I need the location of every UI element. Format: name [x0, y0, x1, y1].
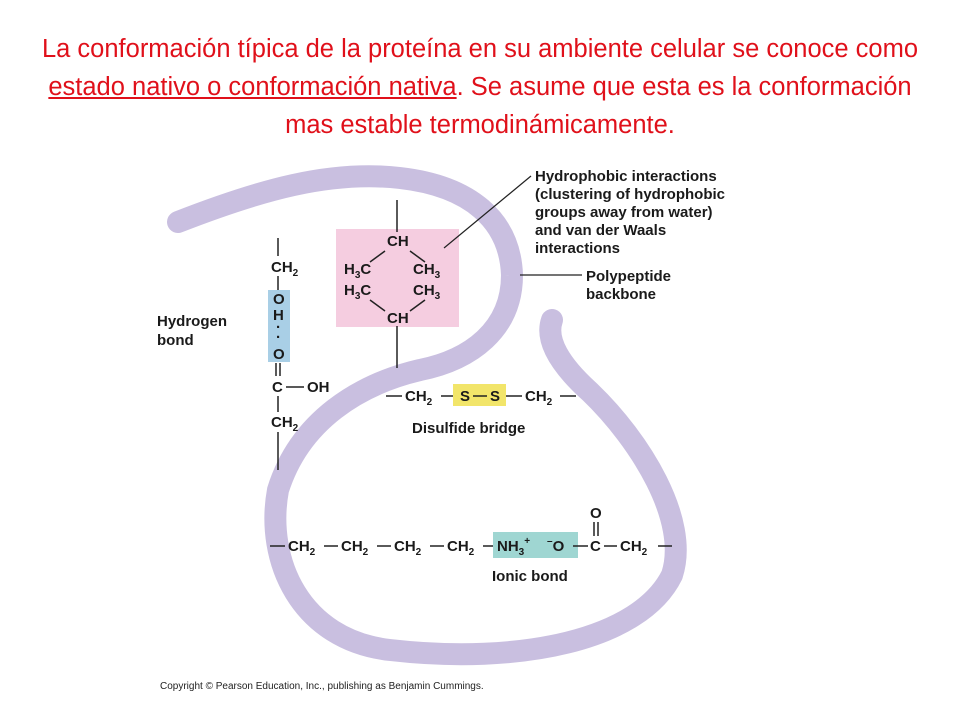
bond-right-bottom	[409, 299, 426, 312]
ionic-label: Ionic bond	[492, 568, 568, 585]
hydrophobic-highlight	[336, 229, 459, 327]
ionic-ch2-5: CH2	[620, 538, 648, 558]
hydrophobic-label-3: groups away from water)	[535, 204, 713, 221]
title-underlined-term: estado nativo o conformación nativa	[48, 73, 457, 101]
carbonyl-o: O	[590, 505, 602, 522]
hydrophobic-leader	[443, 175, 532, 249]
hbond-dot-2: ·	[276, 329, 281, 346]
carbon-c: C	[272, 379, 283, 396]
copyright-notice: Copyright © Pearson Education, Inc., pub…	[160, 681, 484, 692]
sulfur-2: S	[490, 388, 500, 405]
hbond-highlight	[268, 290, 290, 362]
ch3-bottom: CH3	[413, 282, 441, 302]
polypeptide-backbone	[167, 165, 687, 666]
ch-top: CH	[387, 233, 409, 250]
hydrophobic-label-4: and van der Waals	[535, 222, 666, 239]
carboxyl-c: C	[590, 538, 601, 555]
sulfur-1: S	[460, 388, 470, 405]
ionic-ch2-3: CH2	[394, 538, 422, 558]
ch3-top: CH3	[413, 261, 441, 281]
ch2-lower: CH2	[271, 414, 299, 434]
hydroxyl-oh: OH	[307, 379, 330, 396]
hbond-o-bottom: O	[273, 346, 285, 363]
disulfide-label: Disulfide bridge	[412, 420, 525, 437]
bond-left-top	[369, 250, 386, 263]
ch2-upper: CH2	[271, 259, 299, 279]
slide-title: La conformación típica de la proteína en…	[40, 30, 920, 144]
bond-right-top	[409, 250, 426, 263]
ammonium-nh3: NH3+	[497, 536, 530, 558]
carboxylate-o: –O	[547, 536, 565, 555]
hbond-h: H	[273, 307, 284, 324]
ionic-ch2-1: CH2	[288, 538, 316, 558]
hbond-dot-1: ·	[276, 319, 281, 336]
disulfide-ch2-right: CH2	[525, 388, 553, 408]
bond-left-bottom	[369, 299, 386, 312]
disulfide-ch2-left: CH2	[405, 388, 433, 408]
disulfide-highlight	[453, 384, 506, 406]
hbond-label-2: bond	[157, 332, 194, 349]
hbond-label-1: Hydrogen	[157, 313, 227, 330]
hbond-o-top: O	[273, 291, 285, 308]
h3c-top: H3C	[344, 261, 371, 281]
ionic-ch2-2: CH2	[341, 538, 369, 558]
backbone-label-1: Polypeptide	[586, 268, 671, 285]
title-part-2: . Se asume que esta es la conformación m…	[285, 73, 912, 139]
hydrophobic-label-5: interactions	[535, 240, 620, 257]
h3c-bottom: H3C	[344, 282, 371, 302]
hydrophobic-label-1: Hydrophobic interactions	[535, 168, 717, 185]
hydrophobic-label-2: (clustering of hydrophobic	[535, 186, 725, 203]
ch-bottom: CH	[387, 310, 409, 327]
ionic-ch2-4: CH2	[447, 538, 475, 558]
ionic-highlight	[493, 532, 578, 558]
title-part-1: La conformación típica de la proteína en…	[41, 35, 918, 63]
backbone-label-2: backbone	[586, 286, 656, 303]
